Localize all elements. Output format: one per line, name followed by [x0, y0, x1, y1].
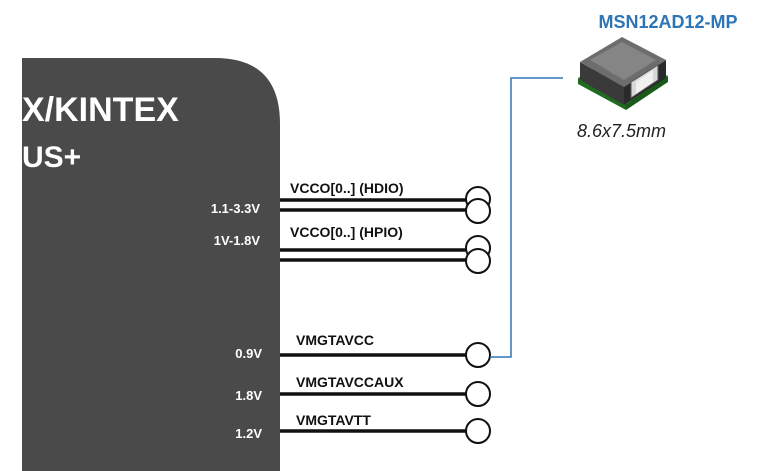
- terminal-circle-avtt: [465, 418, 491, 444]
- module-dimensions: 8.6x7.5mm: [577, 121, 666, 141]
- voltage-label-avtt: 1.2V: [235, 426, 262, 441]
- signal-label-avtt: VMGTAVTT: [296, 412, 371, 428]
- fpga-block: [22, 58, 280, 471]
- voltage-label-hpio: 1V-1.8V: [214, 233, 261, 248]
- terminal-circle-avccaux: [465, 381, 491, 407]
- module-connector-line: [490, 77, 563, 358]
- fpga-title-line2: US+: [22, 141, 81, 174]
- rail-avccaux: [280, 381, 491, 407]
- rail-avtt: [280, 418, 491, 444]
- signal-label-hdio: VCCO[0..] (HDIO): [290, 180, 404, 196]
- module-chip-icon: [578, 37, 668, 110]
- signal-label-avccaux: VMGTAVCCAUX: [296, 374, 404, 390]
- rail-hpio: [280, 235, 491, 274]
- terminal-circle-avcc: [465, 342, 491, 368]
- fpga-title-line1: X/KINTEX: [22, 91, 179, 129]
- signal-label-avcc: VMGTAVCC: [296, 332, 374, 348]
- voltage-label-avccaux: 1.8V: [235, 388, 262, 403]
- module-part-number: MSN12AD12-MP: [598, 12, 737, 32]
- rail-hdio: [280, 186, 491, 224]
- terminal-circle-hdio-b: [465, 198, 491, 224]
- voltage-label-hdio: 1.1-3.3V: [211, 201, 260, 216]
- voltage-label-avcc: 0.9V: [235, 346, 262, 361]
- terminal-circle-hpio-b: [465, 248, 491, 274]
- signal-label-hpio: VCCO[0..] (HPIO): [290, 224, 403, 240]
- rail-avcc: [280, 342, 491, 368]
